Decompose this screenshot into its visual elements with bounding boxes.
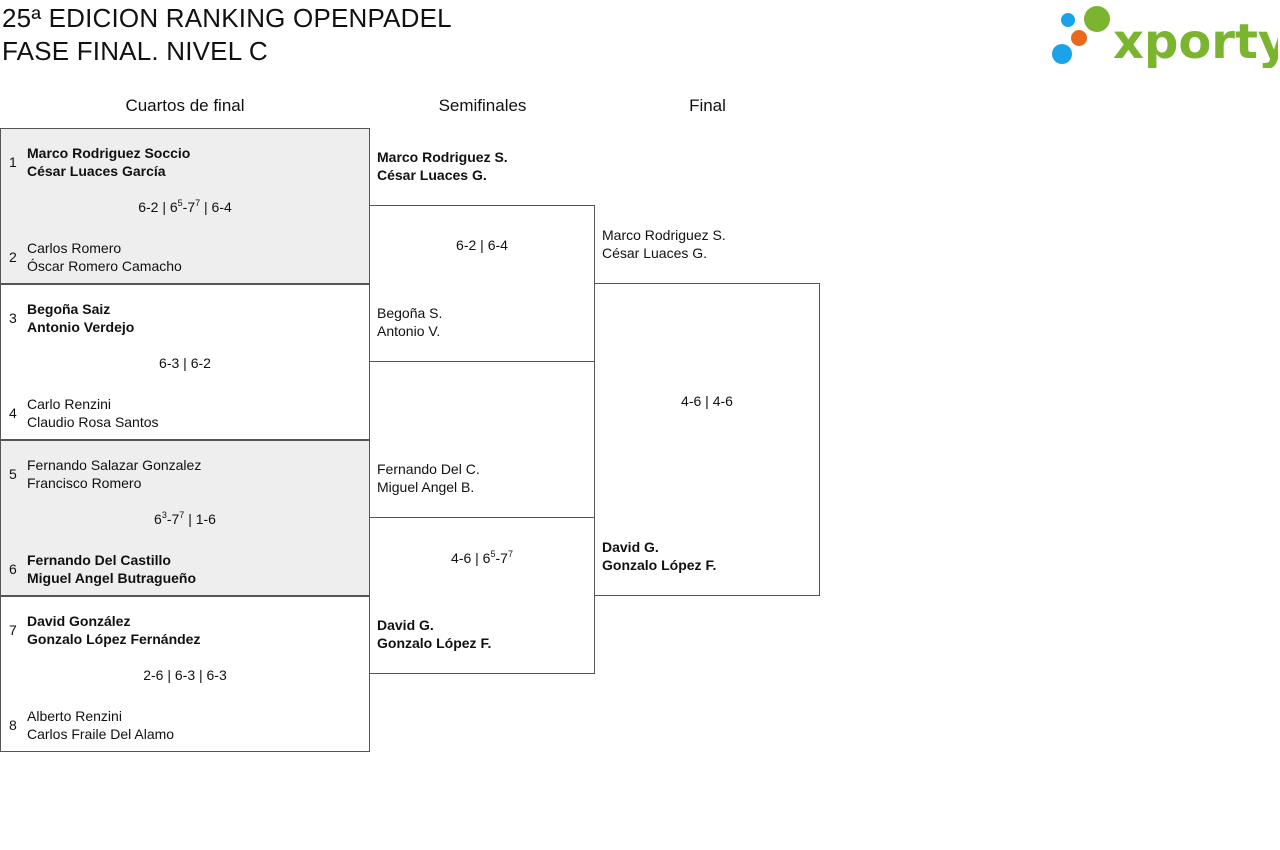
final-team-b: David G. Gonzalo López F.: [602, 538, 716, 574]
player-2: Antonio V.: [377, 323, 441, 339]
quarterfinal-2-score: 6-3 | 6-2: [1, 354, 369, 372]
score-mid: -7: [495, 550, 508, 566]
score-sup2: 7: [179, 510, 185, 520]
player-2: Gonzalo López F.: [602, 557, 717, 573]
player-1: David G.: [377, 617, 434, 633]
score-sup1: 3: [161, 510, 167, 520]
player-1: Begoña S.: [377, 305, 443, 321]
final-team-a: Marco Rodriguez S. César Luaces G.: [602, 226, 726, 262]
player-2: Francisco Romero: [27, 475, 142, 491]
player-1: Marco Rodriguez S.: [602, 227, 726, 243]
quarterfinal-3-score: 63-77 | 1-6: [1, 510, 369, 528]
semifinal-2-team-b: David G. Gonzalo López F.: [377, 616, 491, 652]
page-title-line-1: 25ª EDICION RANKING OPENPADEL: [2, 3, 452, 33]
player-2: Miguel Angel Butragueño: [27, 570, 197, 586]
player-2: Óscar Romero Camacho: [27, 258, 182, 274]
score-mid: -7: [166, 511, 180, 527]
player-2: Gonzalo López Fernández: [27, 631, 201, 647]
player-2: César Luaces G.: [602, 245, 708, 261]
seed-number: 7: [9, 622, 17, 638]
score-post: | 6-4: [200, 199, 232, 215]
player-1: Marco Rodriguez S.: [377, 149, 508, 165]
score-pre: 6: [154, 511, 162, 527]
player-2: Antonio Verdejo: [27, 319, 135, 335]
player-2: Carlos Fraile Del Alamo: [27, 726, 175, 742]
score-sup2: 7: [195, 198, 201, 208]
xporty-logo: xporty: [1052, 6, 1278, 68]
score-sup2: 7: [507, 549, 513, 559]
player-1: Fernando Del C.: [377, 461, 480, 477]
score-post: | 1-6: [184, 511, 216, 527]
player-1: Begoña Saiz: [27, 301, 111, 317]
logo-dot-green: [1084, 6, 1110, 32]
seed-number: 8: [9, 717, 17, 733]
seed-number: 5: [9, 466, 17, 482]
score-sup1: 5: [490, 549, 496, 559]
player-1: Alberto Renzini: [27, 708, 122, 724]
player-1: Carlos Romero: [27, 240, 122, 256]
player-1: Fernando Salazar Gonzalez: [27, 457, 202, 473]
quarterfinal-4-score: 2-6 | 6-3 | 6-3: [1, 666, 369, 684]
player-1: David G.: [602, 539, 659, 555]
score-pre: 6-3 | 6-2: [159, 355, 211, 371]
semifinal-2-score: 4-6 | 65-77: [370, 549, 594, 567]
player-1: Carlo Renzini: [27, 396, 112, 412]
seed-number: 1: [9, 154, 17, 170]
semifinal-1-team-a: Marco Rodriguez S. César Luaces G.: [377, 148, 508, 184]
player-2: Gonzalo López F.: [377, 635, 492, 651]
seed-number: 4: [9, 405, 17, 421]
semifinal-1-team-b: Begoña S. Antonio V.: [377, 304, 442, 340]
score-pre: 2-6 | 6-3 | 6-3: [143, 667, 227, 683]
seed-number: 6: [9, 561, 17, 577]
player-2: César Luaces G.: [377, 167, 487, 183]
page-title-line-2: FASE FINAL. NIVEL C: [2, 36, 268, 66]
score-pre: 4-6 | 4-6: [681, 393, 733, 409]
seed-number: 2: [9, 249, 17, 265]
seed-number: 3: [9, 310, 17, 326]
logo-dot-blue-large: [1052, 44, 1072, 64]
logo-text: xporty: [1113, 14, 1278, 68]
player-2: Claudio Rosa Santos: [27, 414, 159, 430]
player-2: César Luaces García: [27, 163, 166, 179]
score-pre: 6-2 | 6: [138, 199, 178, 215]
final-score: 4-6 | 4-6: [595, 392, 819, 410]
final-box: [594, 283, 820, 596]
score-mid: -7: [182, 199, 196, 215]
score-pre: 4-6 | 6: [451, 550, 491, 566]
logo-dot-orange: [1071, 30, 1087, 46]
semifinal-1-score: 6-2 | 6-4: [370, 236, 594, 254]
logo-dot-blue: [1061, 13, 1075, 27]
player-1: Fernando Del Castillo: [27, 552, 171, 568]
round-heading-final: Final: [689, 96, 726, 115]
round-heading-quarterfinals: Cuartos de final: [125, 96, 245, 115]
semifinal-2-team-a: Fernando Del C. Miguel Angel B.: [377, 460, 480, 496]
score-pre: 6-2 | 6-4: [456, 237, 508, 253]
round-heading-semifinals: Semifinales: [438, 96, 527, 115]
quarterfinal-1-score: 6-2 | 65-77 | 6-4: [1, 198, 369, 216]
player-1: David González: [27, 613, 131, 629]
score-sup1: 5: [177, 198, 183, 208]
player-1: Marco Rodriguez Soccio: [27, 145, 191, 161]
player-2: Miguel Angel B.: [377, 479, 475, 495]
